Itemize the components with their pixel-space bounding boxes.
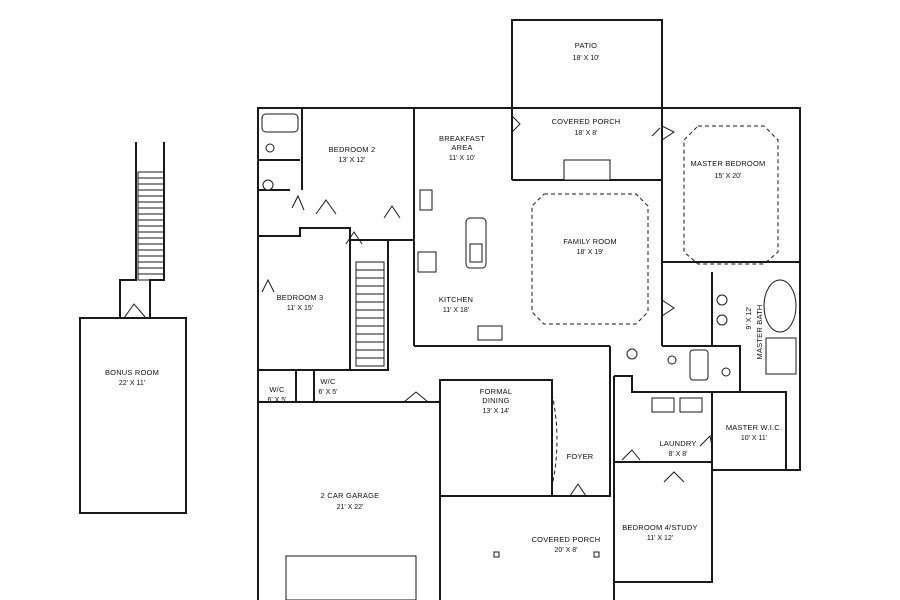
vanity-sink-2-icon [716,314,728,326]
breakfast-size: 11' X 10' [449,155,475,162]
patio-size: 18' X 10' [573,55,600,62]
hall-tub-icon [689,349,709,381]
bedroom2-size: 13' X 12' [339,157,366,164]
kitchen-size: 11' X 18' [443,307,469,314]
master-bath-size: 9' X 12' [746,307,753,330]
toilet-icon [265,143,275,153]
bedroom2-name: BEDROOM 2 [329,145,376,154]
room-labels: PATIO 18' X 10' COVERED PORCH 18' X 8' B… [105,41,782,554]
porch-post [593,551,600,558]
front-porch-size: 20' X 8' [555,547,578,554]
bonus-room-size: 22' X 11' [119,380,145,387]
bedroom4-name: BEDROOM 4/STUDY [622,523,698,532]
shower-icon [765,337,797,375]
wic2-size: 6' X 5' [318,389,337,396]
garage-size: 21' X 22' [337,504,364,511]
master-wic-name: MASTER W.I.C. [726,423,782,432]
fixtures [261,113,797,600]
master-bedroom-name: MASTER BEDROOM [691,159,766,168]
house-exterior-walls [257,19,801,600]
bonus-stairs [137,171,165,281]
master-tray-ceiling [683,125,779,265]
master-toilet-icon [721,367,731,377]
master-tub-icon [763,279,797,333]
kitchen-name: KITCHEN [439,295,473,304]
rear-porch-name: COVERED PORCH [552,117,621,126]
front-porch-name: COVERED PORCH [532,535,601,544]
dining-arch [551,393,558,487]
wic1-name: W/C [269,385,285,394]
main-stairs [355,261,385,367]
family-room-size: 18' X 19' [577,249,604,256]
master-bedroom-size: 15' X 20' [715,173,742,180]
laundry-size: 8' X 8' [668,451,687,458]
garage-name: 2 CAR GARAGE [321,491,380,500]
dryer-icon [679,397,703,413]
bonus-room-walls [79,317,187,514]
garage-door [285,555,417,600]
master-wic-size: 10' X 11' [741,435,767,442]
rear-porch-size: 18' X 8' [575,130,598,137]
kitchen-sink-icon [469,243,483,263]
porch-post [493,551,500,558]
family-room-tray-ceiling [531,193,649,325]
hall-toilet-icon [667,355,677,365]
bedroom3-name: BEDROOM 3 [277,293,324,302]
wic1-size: 6' X 5' [267,397,286,404]
laundry-name: LAUNDRY [659,439,696,448]
vanity-sink-1-icon [716,294,728,306]
bedroom4-size: 11' X 12' [647,535,673,542]
refrigerator-icon [419,189,433,211]
washer-icon [651,397,675,413]
fireplace-icon [563,159,611,181]
master-bath-name: MASTER BATH [755,305,764,360]
bonus-room-name: BONUS ROOM [105,368,159,377]
stove-icon [417,251,437,273]
bathtub-icon [261,113,299,133]
sink-icon [262,179,274,191]
hall-sink-icon [626,348,638,360]
dining-size: 13' X 14' [483,408,510,415]
dining-name-2: DINING [482,396,509,405]
doors [261,115,713,497]
bonus-room-area [79,142,187,514]
foyer-name: FOYER [567,452,594,461]
breakfast-name-2: AREA [451,143,472,152]
family-room-name: FAMILY ROOM [563,237,617,246]
bonus-stair-wall-left [119,142,137,318]
patio-name: PATIO [575,41,597,50]
dining-name-1: FORMAL [480,387,512,396]
bedroom3-size: 11' X 15' [287,305,313,312]
patio-outline [511,19,663,109]
wic2-name: W/C [320,377,336,386]
bonus-stair-wall-right [149,142,165,318]
pantry-icon [477,325,503,341]
breakfast-name-1: BREAKFAST [439,134,485,143]
interior-walls [257,108,800,600]
ceiling-details [531,125,779,487]
bonus-door [123,303,147,319]
